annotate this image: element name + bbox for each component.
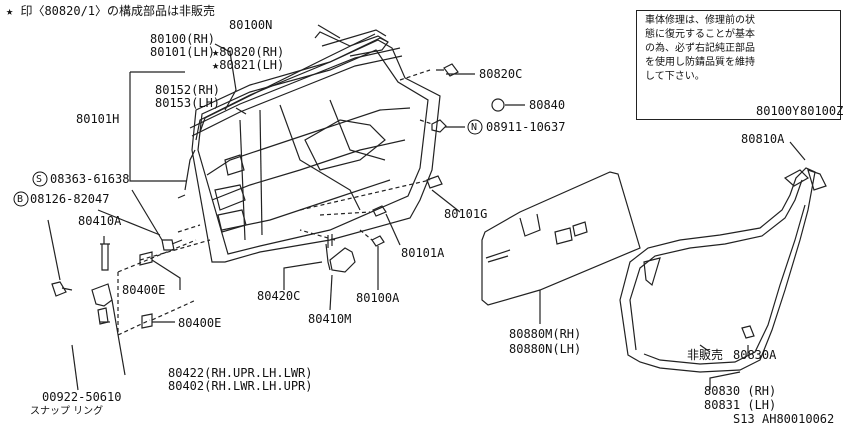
label-80410M: 80410M (308, 312, 352, 326)
label-80840: 80840 (529, 98, 566, 112)
label-80820C: 80820C (479, 67, 523, 81)
label-80420C: 80420C (257, 289, 301, 303)
rod-80420C (325, 243, 331, 271)
repair-notice-box (636, 10, 841, 120)
label-80810A: 80810A (741, 132, 785, 146)
label-80400E-upper: 80400E (122, 283, 166, 297)
label-80410A: 80410A (78, 214, 122, 228)
circle-B-icon (13, 191, 29, 207)
screw-08363 (161, 239, 183, 251)
label-80100N: 80100N (229, 18, 273, 32)
diagram-code: AH80010062 (762, 412, 835, 426)
repair-notice-text: 車体修理は、修理前の状態に復元することが基本の為、必ず右記純正部品を使用し防錆品… (645, 15, 755, 82)
clip-80101G (426, 175, 443, 189)
weatherstrip-80830 (619, 167, 816, 373)
label-80100Y: 80100Y (756, 104, 800, 118)
label-08363-61638: 08363-61638 (50, 172, 130, 186)
bolt-08126 (51, 281, 73, 297)
label-80101A: 80101A (401, 246, 445, 260)
weatherstrip-80152 (189, 47, 401, 129)
label-80820-rh: ★80820(RH) (212, 45, 285, 59)
label-80402: 80402(RH.LWR.LH.UPR) (168, 379, 313, 393)
bolt-80820C (436, 63, 459, 77)
label-80101H: 80101H (76, 112, 120, 126)
trim-board (481, 171, 641, 306)
label-not-for-sale: 非販売 (687, 348, 724, 362)
bolt-80410A (100, 243, 110, 271)
label-80101G: 80101G (444, 207, 488, 221)
label-80830A: 80830A (733, 348, 777, 362)
label-80821-lh: ★80821(LH) (212, 58, 285, 72)
label-80153-lh: 80153(LH) (155, 96, 221, 110)
nut-08911 (431, 119, 447, 133)
label-80880M-rh: 80880M(RH) (509, 327, 582, 341)
circle-N-icon (467, 119, 483, 135)
circle-S-icon (32, 171, 48, 187)
label-snap-ring: スナップ リング (30, 406, 104, 417)
model-code: S13 (733, 412, 755, 426)
header-note: ★ 印〈80820/1〉の構成部品は非販売 (6, 4, 216, 18)
label-08363-prefix: S (36, 174, 43, 185)
clip-80100A (371, 235, 385, 247)
label-80100-rh: 80100(RH) (150, 32, 216, 46)
door-panel (191, 39, 441, 263)
label-08126-prefix: B (17, 194, 24, 205)
label-80100Z: 80100Z (800, 104, 844, 118)
label-80100A: 80100A (356, 291, 400, 305)
stopper-80400E (139, 251, 153, 329)
label-08126-82047: 08126-82047 (30, 192, 110, 206)
label-80880N-lh: 80880N(LH) (509, 342, 582, 356)
striker-80410M (329, 247, 356, 273)
label-00922-50610: 00922-50610 (42, 390, 122, 404)
clip-80101A (372, 205, 387, 217)
label-80422: 80422(RH.UPR.LH.LWR) (168, 366, 313, 380)
grommet-80840 (491, 98, 505, 112)
hinge (91, 283, 113, 325)
label-80152-rh: 80152(RH) (155, 83, 221, 97)
label-80101-lh: 80101(LH) (150, 45, 216, 59)
label-08911-prefix: N (471, 122, 478, 133)
label-80831-lh: 80831 (LH) (704, 398, 777, 412)
label-80400E-lower: 80400E (178, 316, 222, 330)
label-80830-rh: 80830 (RH) (704, 384, 777, 398)
label-08911-10637: 08911-10637 (486, 120, 566, 134)
